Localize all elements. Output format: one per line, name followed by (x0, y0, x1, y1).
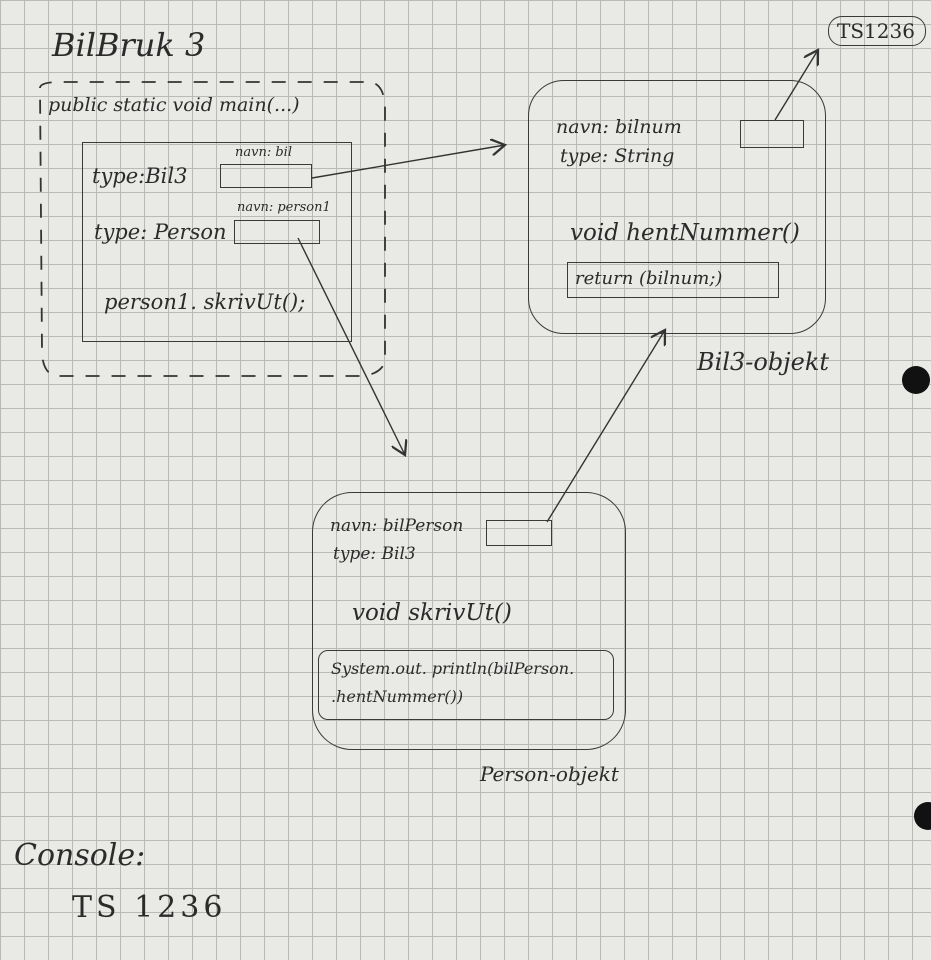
person-bilperson-reference-box (486, 520, 552, 546)
bil3-method-body-text: return (bilnum;) (575, 268, 723, 289)
binder-hole-bottom (914, 802, 931, 830)
person-method-body-line2: .hentNummer()) (331, 687, 464, 706)
bil3-object-caption: Bil3-objekt (697, 348, 830, 376)
diagram-title: BilBruk 3 (52, 26, 206, 64)
var-bil-reference-box (220, 164, 312, 188)
var-person1-name-label: navn: person1 (237, 200, 331, 215)
var-person1-type-label: type: Person (94, 220, 227, 244)
main-statement: person1. skrivUt(); (104, 290, 306, 314)
main-method-label: public static void main(...) (48, 94, 300, 116)
string-value-tag: TS1236 (828, 16, 926, 46)
arrow-bilperson-to-bil3 (546, 330, 665, 523)
main-scope-dashed-border (39, 81, 386, 377)
bil3-field-name-label: navn: bilnum (556, 116, 682, 138)
main-stack-frame (82, 142, 352, 342)
console-label: Console: (14, 838, 146, 873)
person-field-name-label: navn: bilPerson (330, 516, 464, 536)
person-object-caption: Person-objekt (480, 762, 619, 786)
console-output: TS 1236 (72, 890, 227, 925)
bil3-object (528, 80, 826, 334)
bil3-bilnum-reference-box (740, 120, 804, 148)
arrow-bil-to-bil3 (311, 145, 505, 179)
person-method-body: System.out. println(bilPerson. .hentNumm… (318, 650, 614, 720)
person-field-type-label: type: Bil3 (333, 544, 416, 564)
arrow-person1-to-person-object (297, 237, 405, 455)
bil3-field-type-label: type: String (560, 145, 675, 167)
string-value-text: TS1236 (837, 19, 915, 43)
var-person1-reference-box (234, 220, 320, 244)
person-object (312, 492, 626, 750)
var-bil-name-label: navn: bil (235, 145, 292, 160)
person-method-body-line1: System.out. println(bilPerson. (331, 659, 575, 678)
var-bil-type-label: type:Bil3 (92, 164, 188, 188)
binder-hole-top (902, 366, 930, 394)
bil3-method-signature: void hentNummer() (570, 220, 800, 246)
person-method-signature: void skrivUt() (352, 600, 512, 626)
bil3-method-body: return (bilnum;) (567, 262, 779, 298)
